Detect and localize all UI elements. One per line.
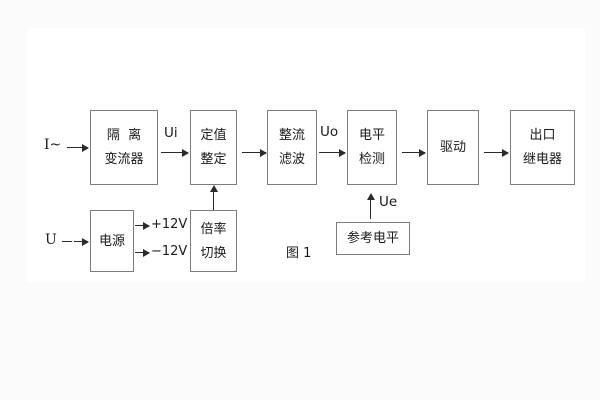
figure-caption: 图 1	[286, 246, 312, 261]
block-setting-value-line2: 整定	[200, 152, 227, 167]
connector-drive-to-output-relay	[484, 148, 509, 157]
block-setting-value[interactable]: 定值 整定	[190, 110, 237, 185]
connector-current-to-isolation	[67, 143, 89, 152]
block-isolation-transformer-line2: 变流器	[104, 152, 144, 167]
connector-rectify-to-level-detect	[319, 148, 346, 157]
block-rectify-filter-line1: 整流	[278, 128, 305, 143]
connector-isolation-to-setting	[161, 148, 189, 157]
connector-level-detect-to-drive	[402, 148, 426, 157]
block-reference-level[interactable]: 参考电平	[336, 222, 410, 255]
block-isolation-transformer[interactable]: 隔 离 变流器	[90, 110, 158, 185]
connector-rail-positive	[135, 221, 150, 230]
block-power-supply-line1: 电源	[98, 233, 125, 249]
rail-label-negative: −12V	[151, 244, 188, 259]
block-level-detection[interactable]: 电平 检测	[347, 110, 397, 185]
signal-label-ue: Ue	[379, 194, 398, 210]
block-output-relay-line2: 继电器	[522, 152, 562, 167]
input-label-current: I~	[44, 137, 62, 153]
block-multiplier-switch-line1: 倍率	[200, 221, 227, 237]
block-output-relay-line1: 出口	[529, 128, 556, 143]
block-level-detection-line1: 电平	[358, 128, 385, 143]
block-isolation-transformer-line1: 隔 离	[106, 128, 142, 143]
block-setting-value-line1: 定值	[200, 128, 227, 143]
block-power-supply[interactable]: 电源	[90, 210, 134, 272]
connector-voltage-dash	[62, 241, 72, 242]
block-drive-line1: 驱动	[439, 140, 466, 155]
signal-label-ui: Ui	[164, 125, 178, 141]
block-rectify-filter[interactable]: 整流 滤波	[267, 110, 317, 185]
signal-label-uo: Uo	[320, 124, 339, 140]
connector-rail-negative	[135, 248, 150, 257]
block-output-relay[interactable]: 出口 继电器	[510, 110, 575, 185]
input-label-voltage: U	[45, 232, 57, 248]
block-drive[interactable]: 驱动	[427, 110, 479, 185]
connector-setting-to-rectify	[242, 148, 267, 157]
connector-voltage-to-power-supply	[74, 237, 89, 246]
block-multiplier-switch[interactable]: 倍率 切换	[190, 210, 237, 272]
connector-multiplier-to-setting	[209, 185, 218, 210]
block-level-detection-line2: 检测	[358, 152, 385, 167]
block-rectify-filter-line2: 滤波	[278, 152, 305, 167]
rail-label-positive: +12V	[151, 217, 188, 232]
block-reference-level-line1: 参考电平	[346, 231, 399, 246]
block-multiplier-switch-line2: 切换	[200, 245, 227, 261]
connector-reference-to-level-detect	[366, 193, 375, 219]
